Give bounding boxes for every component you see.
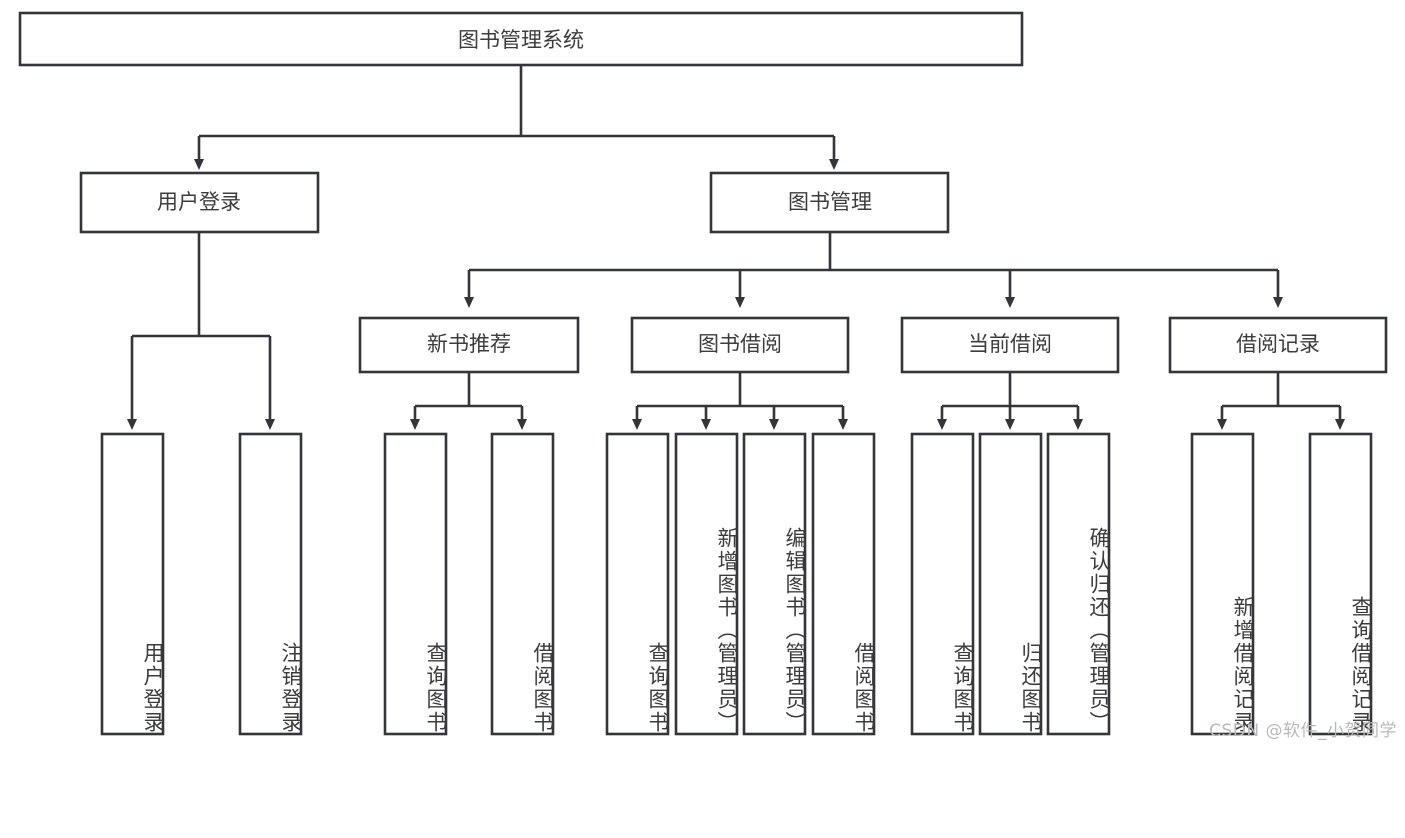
tree-svg-canvas: 图书管理系统 用户登录 图书管理 新书推荐 图书借阅 当前借阅 借阅记录 [18, 11, 1388, 736]
node-user-login-label: 用户登录 [157, 190, 241, 214]
connector-group-book-borrow [632, 372, 848, 430]
leaf-node[interactable] [1190, 432, 1255, 736]
connector-group-root [194, 66, 839, 170]
leaf-node[interactable] [490, 432, 555, 736]
node-current-borrow[interactable]: 当前借阅 [900, 316, 1120, 374]
leaf-node[interactable] [978, 432, 1043, 736]
leaf-node[interactable] [742, 432, 807, 736]
node-book-management-label: 图书管理 [788, 190, 872, 214]
leaf-node[interactable] [674, 432, 739, 736]
node-book-borrow-label: 图书借阅 [698, 332, 782, 356]
node-borrow-record-label: 借阅记录 [1236, 332, 1320, 356]
connector-group-book-management [464, 233, 1283, 308]
node-user-login[interactable]: 用户登录 [79, 171, 320, 234]
node-book-management[interactable]: 图书管理 [709, 171, 950, 234]
leaf-node[interactable] [383, 432, 448, 736]
node-root-label: 图书管理系统 [458, 28, 584, 52]
function-tree-diagram: 图书管理系统 用户登录 图书管理 新书推荐 图书借阅 当前借阅 借阅记录 [18, 11, 1397, 741]
leaf-node[interactable] [605, 432, 670, 736]
node-new-book-recommend-label: 新书推荐 [427, 332, 511, 356]
leaf-node[interactable] [811, 432, 876, 736]
node-root[interactable]: 图书管理系统 [18, 11, 1024, 67]
leaf-node[interactable] [910, 432, 975, 736]
watermark-text: CSDN @软件_小贺同学 [1209, 721, 1397, 741]
connector-group-current-borrow [937, 372, 1083, 430]
connector-group-borrow-record [1217, 372, 1345, 430]
node-new-book-recommend[interactable]: 新书推荐 [358, 316, 580, 374]
connector-group-new-book-recommend [410, 372, 527, 430]
connector-group-user-login [127, 233, 275, 430]
node-borrow-record[interactable]: 借阅记录 [1168, 316, 1388, 374]
node-book-borrow[interactable]: 图书借阅 [630, 316, 850, 374]
node-current-borrow-label: 当前借阅 [968, 332, 1052, 356]
leaf-node[interactable] [1308, 432, 1373, 736]
leaf-node[interactable] [100, 432, 165, 736]
leaf-node[interactable] [238, 432, 303, 736]
leaf-node[interactable] [1046, 432, 1111, 736]
